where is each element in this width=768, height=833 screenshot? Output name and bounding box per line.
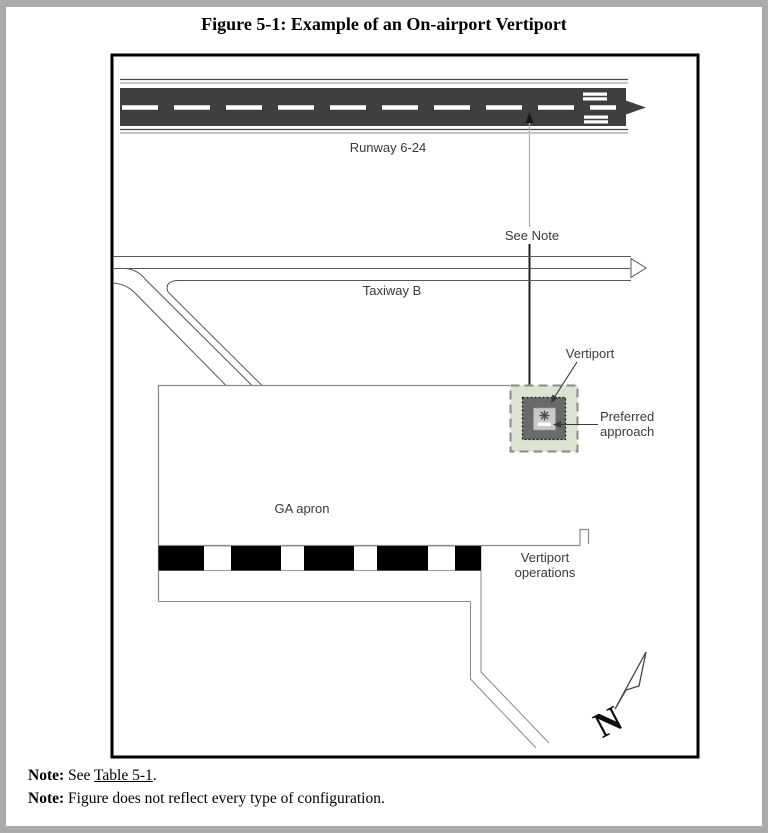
- note-text: .: [152, 767, 157, 784]
- figure-border: [110, 53, 700, 759]
- ga-apron-label: GA apron: [275, 501, 330, 516]
- table-5-1-link[interactable]: Table 5-1: [94, 767, 153, 784]
- runway: [120, 88, 646, 126]
- vertiport-operations-label-line1: Vertiport: [521, 550, 570, 565]
- figure-title: Figure 5-1: Example of an On-airport Ver…: [201, 14, 567, 34]
- vertiport-site: [509, 384, 579, 453]
- runway-edge-lines: [120, 78, 628, 134]
- compass-north-letter: N: [587, 698, 629, 746]
- preferred-approach-label-line1: Preferred: [600, 409, 654, 424]
- document-page: [6, 7, 762, 826]
- access-road: [158, 570, 550, 749]
- note-prefix: Note:: [28, 790, 65, 807]
- north-arrow-icon: N: [587, 651, 647, 746]
- vertiport-operations-label-line2: operations: [515, 565, 576, 580]
- note-prefix: Note:: [28, 767, 65, 784]
- vertiport-label: Vertiport: [566, 346, 615, 361]
- vertiport-diagram: Runway 6-24 See Note Taxiway B GA apron: [110, 53, 700, 759]
- note-text: Figure does not reflect every type of co…: [64, 790, 385, 807]
- preferred-approach-bar: [538, 422, 551, 426]
- taxiway-continuation-notch: [630, 257, 647, 279]
- left-arrowhead-icon: [553, 421, 561, 428]
- note-text: See: [64, 767, 95, 784]
- note-line-1: Note: See Table 5-1.: [28, 764, 728, 787]
- checkered-strip: [158, 545, 482, 571]
- runway-threshold-markings: [583, 92, 608, 124]
- see-note-pointer: See Note: [505, 112, 559, 422]
- notes-section: Note: See Table 5-1. Note: Figure does n…: [28, 764, 728, 810]
- runway-label: Runway 6-24: [350, 140, 427, 155]
- vertiport-callout-arrow: [551, 361, 578, 403]
- taxiway-label: Taxiway B: [363, 283, 422, 298]
- see-note-label: See Note: [505, 228, 559, 243]
- preferred-approach-arrow: [553, 421, 598, 428]
- up-arrowhead-icon: [525, 112, 534, 123]
- diagonal-taxiway: [112, 268, 263, 386]
- down-left-arrowhead-icon: [551, 394, 559, 403]
- note-line-2: Note: Figure does not reflect every type…: [28, 787, 728, 810]
- runway-continuation-notch: [620, 98, 646, 117]
- rotorcraft-icon: [539, 410, 550, 421]
- taxiway: [113, 256, 647, 281]
- ga-apron-outline: [157, 384, 590, 602]
- preferred-approach-label-line2: approach: [600, 424, 654, 439]
